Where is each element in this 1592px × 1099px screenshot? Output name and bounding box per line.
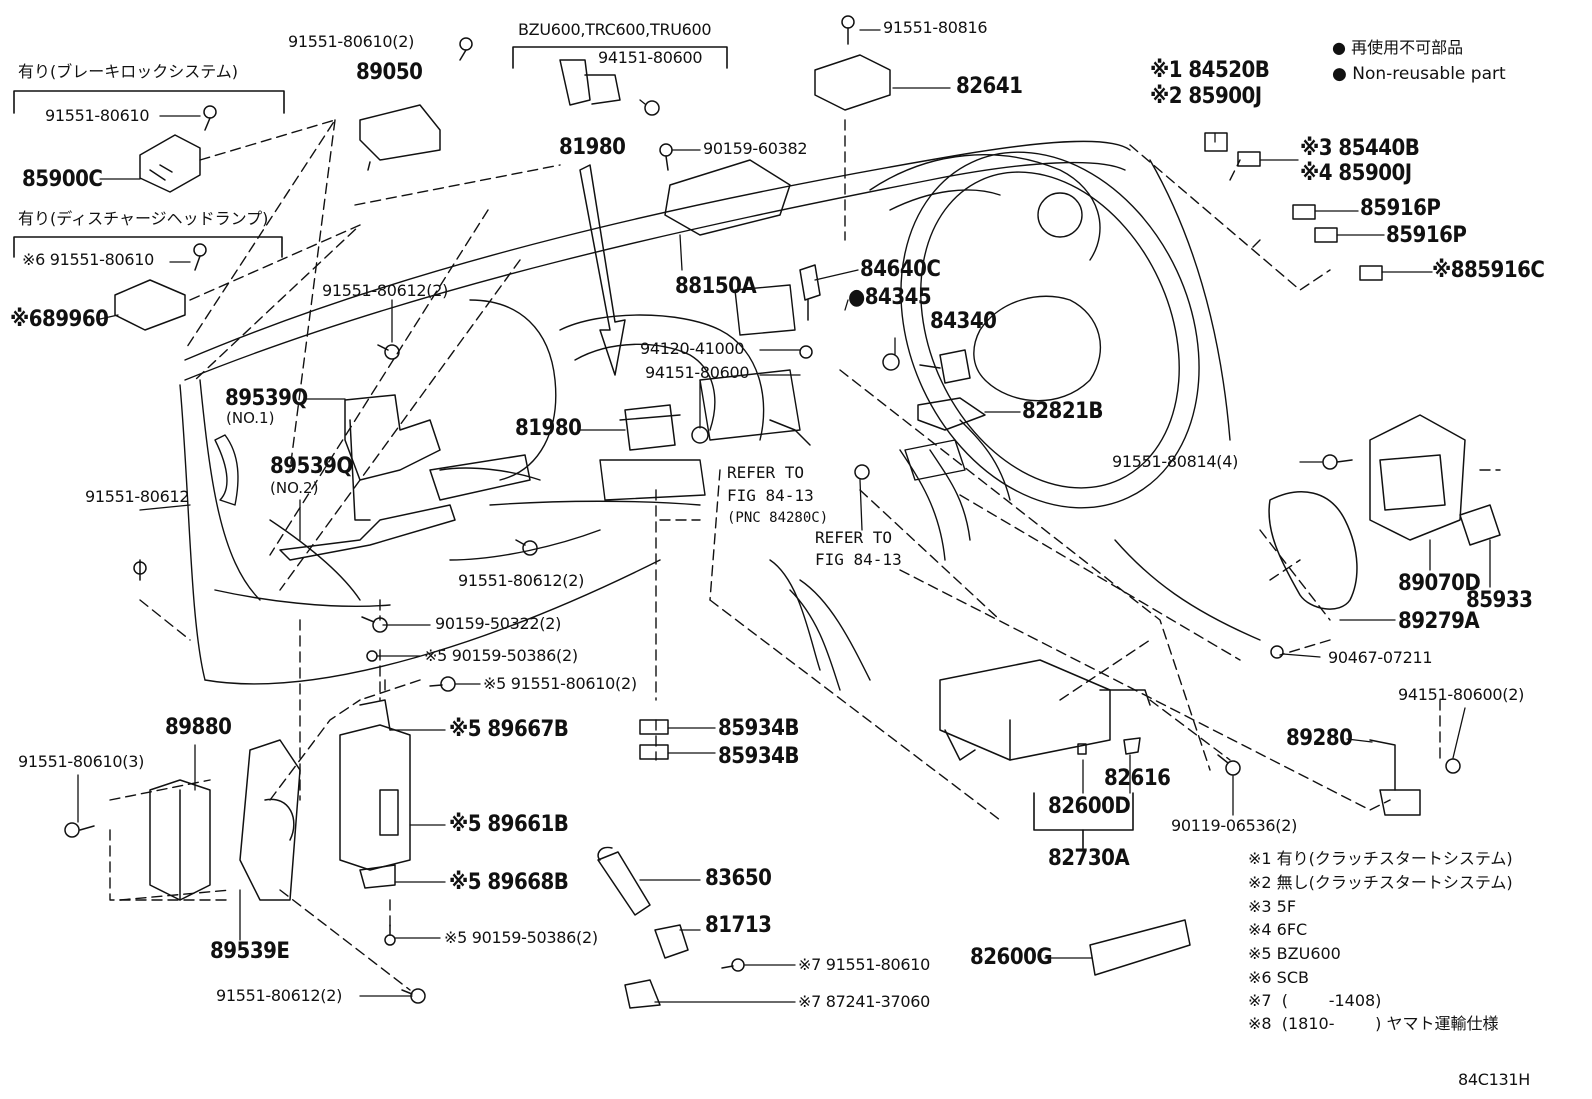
part-label: ※6 91551-80610 [22,250,155,269]
footnote: ※4 6FC [1248,920,1308,939]
part-label: 89539Q [270,454,353,479]
part-label: 84340 [930,309,997,334]
part-label: 89280 [1286,726,1353,751]
footnote: ※3 5F [1248,897,1297,916]
legend-text-jp: 再使用不可部品 [1351,38,1464,57]
part-label: 82600D [1048,794,1131,819]
part-label: 89279A [1398,609,1480,634]
footnote: ※6 SCB [1248,968,1309,987]
part-label: 85916P [1360,196,1441,221]
group-label-discharge: 有り(ディスチャージヘッドランプ) [18,209,269,228]
part-label: ※4 85900J [1300,161,1412,186]
refer-note: REFER TO [727,463,805,482]
part-label: 91551-80612(2) [322,281,449,300]
part-label: 94151-80600 [645,363,750,382]
refer-note: FIG 84-13 [815,550,902,569]
part-label: ※689960 [10,307,109,332]
refer-note: FIG 84-13 [727,486,814,505]
part-label: 82616 [1104,766,1171,791]
part-label: 85900C [22,167,103,192]
dashboard-outline [179,140,1261,691]
figure-code: 84C131H [1458,1070,1531,1089]
part-label: ●84345 [848,285,932,310]
part-label: 83650 [705,866,772,891]
part-label: 90119-06536(2) [1171,816,1298,835]
part-label: 85934B [718,716,799,741]
part-label: 89539E [210,939,290,964]
part-label: 90159-50322(2) [435,614,562,633]
part-label: 88150A [675,274,757,299]
part-label: ※7 87241-37060 [798,992,931,1011]
footnote: ※8 (1810- ) ヤマト運輸仕様 [1248,1014,1499,1033]
part-label: ※5 89661B [449,812,569,837]
part-label: ※1 84520B [1150,58,1270,83]
part-label: ※5 89668B [449,870,569,895]
part-label: 81980 [559,135,626,160]
part-label: 89880 [165,715,232,740]
legend-line-en: ● Non-reusable part [1332,66,1506,83]
part-label: ※5 89667B [449,717,569,742]
footnote: ※5 BZU600 [1248,944,1341,963]
part-label: 82600G [970,945,1053,970]
part-label: 94151-80600(2) [1398,685,1525,704]
dashed-leaders [109,119,1501,991]
footnote: ※2 無し(クラッチスタートシステム) [1248,873,1513,892]
group-brackets [13,46,1134,849]
group-label-bzu: BZU600,TRC600,TRU600 [518,20,712,39]
part-label: 81713 [705,913,772,938]
part-label: 84640C [860,257,941,282]
part-label: 89070D [1398,571,1481,596]
part-label: 91551-80612(2) [216,986,343,1005]
part-label: 82821B [1022,399,1103,424]
part-label: 91551-80610 [45,106,150,125]
part-label: 82730A [1048,846,1130,871]
part-label: 85933 [1466,588,1533,613]
part-label: 91551-80816 [883,18,988,37]
part-label: 94151-80600 [598,48,703,67]
legend-line-jp: ● 再使用不可部品 [1332,40,1463,56]
group-label-brake-lock: 有り(ブレーキロックシステム) [18,62,239,81]
part-label: 90159-60382 [703,139,808,158]
part-label: ※2 85900J [1150,84,1262,109]
refer-note: REFER TO [815,528,893,547]
part-label: 89050 [356,60,423,85]
part-label: 91551-80612(2) [458,571,585,590]
legend-text-en: Non-reusable part [1352,64,1506,84]
part-label: 81980 [515,416,582,441]
part-label: ※5 90159-50386(2) [444,928,598,947]
part-label: (NO.2) [270,479,319,497]
part-label: 85934B [718,744,799,769]
part-label: ※3 85440B [1300,136,1420,161]
part-label: 85916P [1386,223,1467,248]
part-label: 91551-80814(4) [1112,452,1239,471]
part-label: ※5 91551-80610(2) [483,674,637,693]
part-label: 91551-80610(3) [18,752,145,771]
part-label: 94120-41000 [640,339,745,358]
legend-bullet: ● [1332,38,1346,57]
refer-note: (PNC 84280C) [727,510,829,526]
part-label: ※5 90159-50386(2) [424,646,578,665]
component-sketches [64,15,1501,1009]
label-leaders [77,29,1491,1003]
part-label: ※885916C [1432,258,1545,283]
part-label: 90467-07211 [1328,648,1433,667]
part-label: 91551-80610(2) [288,32,415,51]
part-label: 89539Q [225,386,308,411]
part-label: 82641 [956,74,1023,99]
footnote: ※7 ( -1408) [1248,991,1382,1010]
part-label: 91551-80612 [85,487,190,506]
part-label: ※7 91551-80610 [798,955,931,974]
legend-bullet: ● [1332,64,1347,84]
footnote: ※1 有り(クラッチスタートシステム) [1248,849,1513,868]
part-label: (NO.1) [226,409,275,427]
